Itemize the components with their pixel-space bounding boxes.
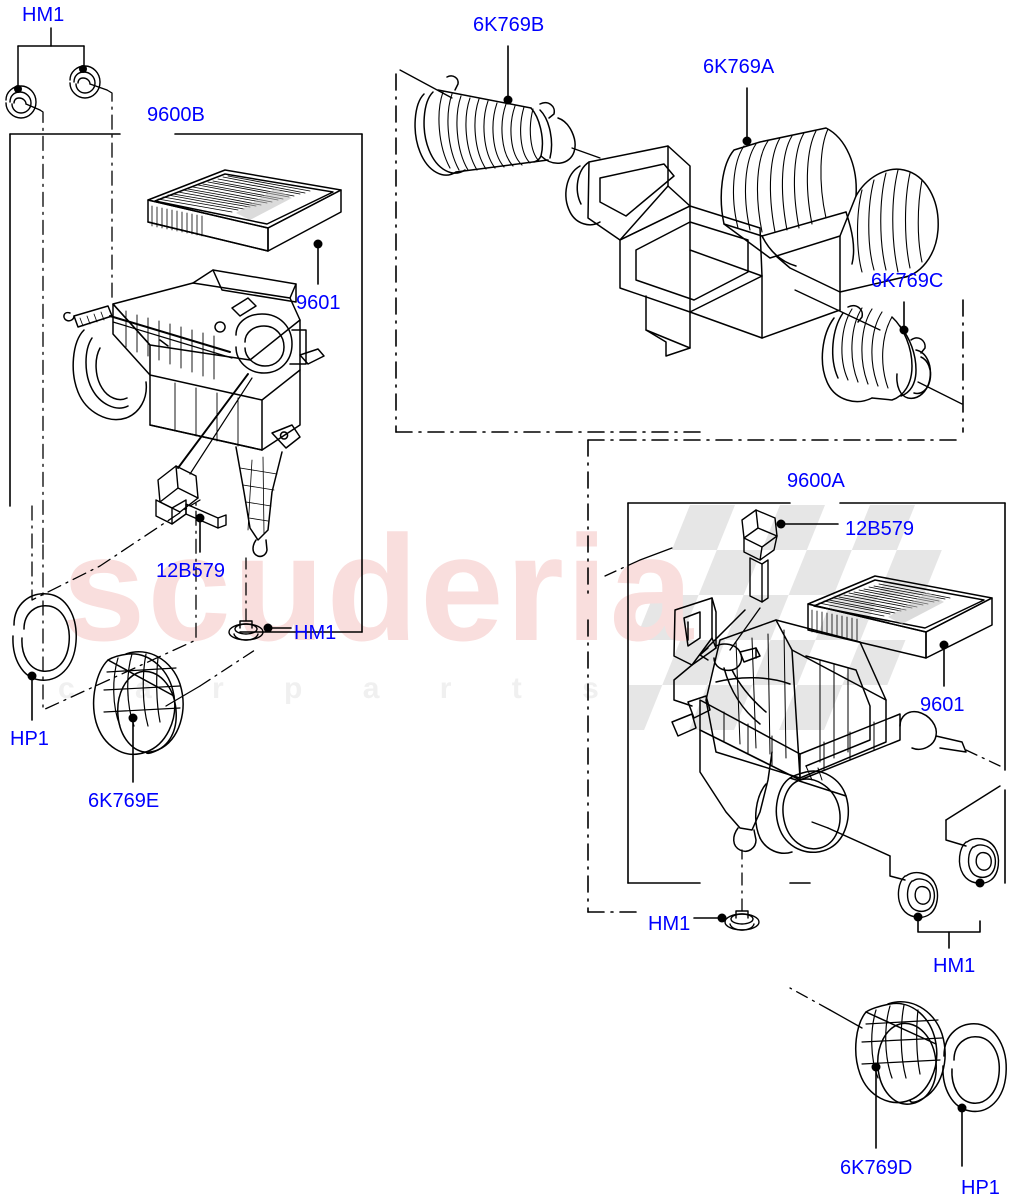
watermark-car-parts: c a r p a r t s: [58, 672, 625, 705]
callout-9601-left: 9601: [296, 292, 341, 314]
maf-sensor-left: [155, 373, 253, 553]
leader-intake-topleft: [399, 69, 453, 99]
blanking-cap-right: [942, 1023, 1007, 1167]
grommet-icon-right-lower: [693, 849, 760, 931]
callout-hm1-right-lower: HM1: [648, 913, 691, 935]
callout-hm1-top-left: HM1: [22, 4, 65, 26]
air-cleaner-housing-right: [671, 597, 967, 854]
intake-duct-right: [789, 987, 946, 1149]
blanking-cap-left: [12, 593, 77, 721]
intake-duct-left: [92, 647, 259, 783]
bushing-icon-right-a: [889, 855, 981, 949]
leaders-right-dashdot: [604, 547, 1001, 857]
maf-sensor-right: [699, 509, 839, 661]
air-filter-element-right: [807, 575, 993, 687]
callout-12b579-right: 12B579: [845, 518, 914, 540]
grommet-icon-left-lower: [228, 557, 292, 641]
callout-6k769c: 6K769C: [871, 270, 944, 292]
callout-9600b: 9600B: [147, 104, 205, 126]
callout-9601-right: 9601: [920, 694, 965, 716]
group-box-9600a: [627, 502, 1006, 884]
flexible-hose-c: [821, 301, 963, 405]
flexible-hose-b: [414, 45, 601, 176]
callout-hm1-left-lower: HM1: [294, 622, 337, 644]
bushing-icon-right-b: [945, 819, 1000, 888]
group-box-9600b: [9, 133, 363, 633]
resonator-a: [565, 87, 939, 357]
callout-12b579-left: 12B579: [156, 560, 225, 582]
callout-9600a: 9600A: [787, 470, 845, 492]
air-filter-element-left: [147, 169, 342, 285]
callout-hm1-right-bottom: HM1: [933, 955, 976, 977]
grommet-leaders-top-left: [39, 89, 113, 546]
hm1-bracket-top-left: [17, 27, 85, 93]
grommet-icon-top-left-b: [69, 65, 108, 99]
callout-6k769d: 6K769D: [840, 1157, 913, 1179]
callout-6k769e: 6K769E: [88, 790, 160, 812]
leader-dashdot-left-region: [31, 499, 201, 711]
group-box-lower-dashdot: [587, 439, 961, 913]
air-cleaner-housing-left: [63, 269, 325, 558]
group-box-intake-dashdot: [395, 73, 964, 433]
grommet-icon-top-left-a: [5, 85, 41, 119]
callout-6k769b: 6K769B: [473, 14, 545, 36]
callout-hp1-left: HP1: [10, 728, 49, 750]
callout-hp1-right: HP1: [961, 1177, 1000, 1199]
callout-6k769a: 6K769A: [703, 56, 775, 78]
